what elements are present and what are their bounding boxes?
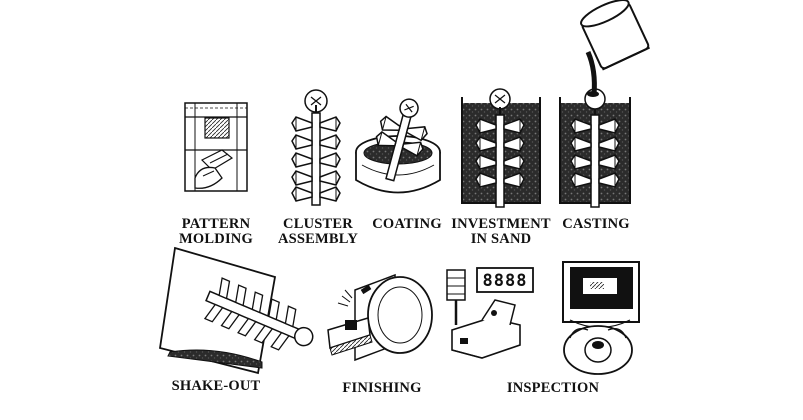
label-line: COATING xyxy=(372,216,442,232)
cluster-assembly-illustration xyxy=(291,89,341,206)
readout-value: 8888 xyxy=(483,271,528,291)
label-inspection: INSPECTION xyxy=(497,381,609,396)
label-line: IN SAND xyxy=(470,231,532,247)
digital-readout xyxy=(476,267,534,293)
label-line: ASSEMBLY xyxy=(277,231,359,247)
casting-illustration xyxy=(559,0,650,208)
inspection-gauge-illustration xyxy=(446,267,534,359)
label-line: MOLDING xyxy=(179,231,253,247)
label-pattern-molding: PATTERN MOLDING xyxy=(170,217,262,247)
label-casting: CASTING xyxy=(556,217,636,232)
inspection-operator-illustration xyxy=(562,261,640,375)
label-line: SHAKE-OUT xyxy=(171,378,261,394)
label-line: FINISHING xyxy=(342,380,422,396)
readout-digits: 8888 xyxy=(483,271,528,291)
shake-out-illustration xyxy=(158,246,314,375)
label-finishing: FINISHING xyxy=(334,381,430,396)
label-line: PATTERN xyxy=(181,216,251,232)
pattern-molding-illustration xyxy=(184,102,248,192)
coating-illustration xyxy=(355,98,441,194)
label-line: INVESTMENT xyxy=(451,216,551,232)
investment-in-sand-illustration xyxy=(461,88,541,208)
label-investment-in-sand: INVESTMENT IN SAND xyxy=(448,217,554,247)
label-line: CLUSTER xyxy=(283,216,353,232)
label-line: CASTING xyxy=(562,216,630,232)
label-cluster-assembly: CLUSTER ASSEMBLY xyxy=(270,217,366,247)
label-line: INSPECTION xyxy=(506,380,600,396)
label-shake-out: SHAKE-OUT xyxy=(168,379,264,394)
label-coating: COATING xyxy=(366,217,448,232)
finishing-illustration xyxy=(327,273,433,362)
